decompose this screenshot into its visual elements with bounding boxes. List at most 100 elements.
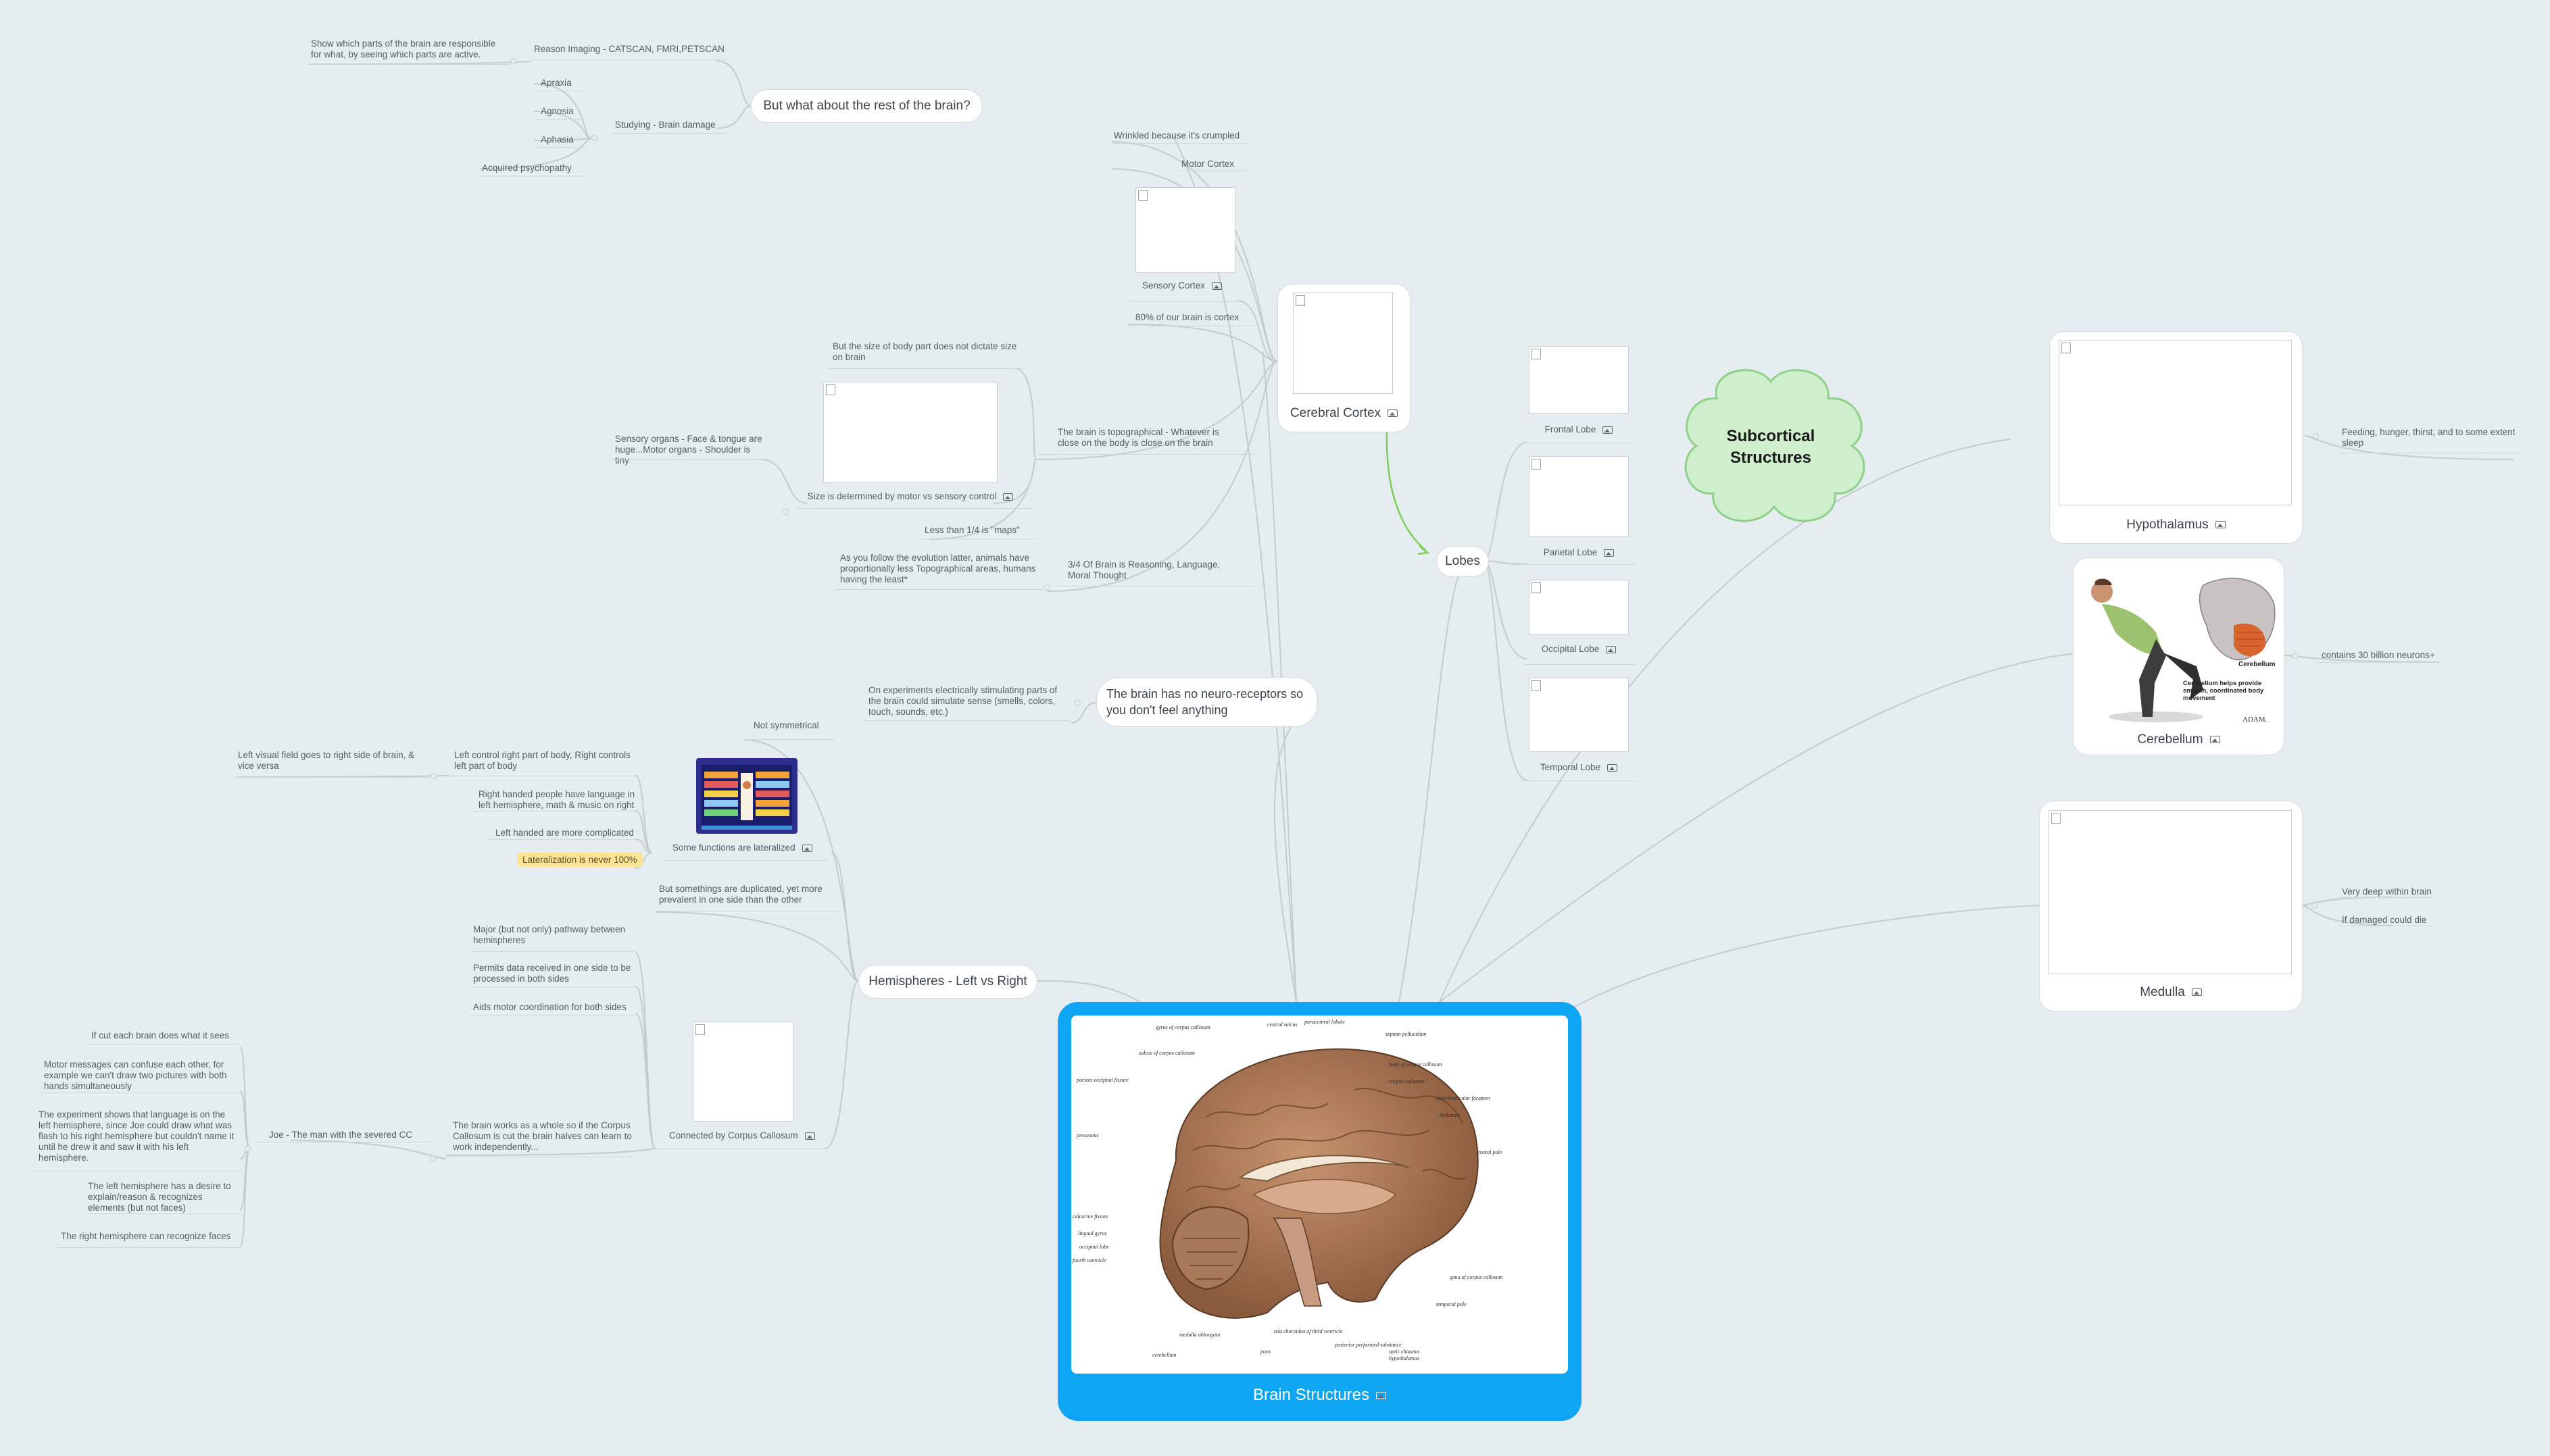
cortex-size-note: But the size of body part does not dicta…	[833, 341, 1017, 362]
lobe-underline	[1524, 664, 1636, 665]
brain-label: thalamus	[1440, 1112, 1459, 1118]
note-underline	[828, 368, 1024, 369]
duplicated: But somethings are duplicated, yet more …	[659, 884, 823, 905]
cerebellum-note: contains 30 billion neurons+	[2322, 650, 2435, 660]
image-icon[interactable]	[2209, 736, 2220, 744]
medulla-note-2: If damaged could die	[2342, 915, 2427, 925]
occipital-lobe-label: Occipital Lobe	[1541, 644, 1600, 654]
neuro-receptors-node[interactable]: The brain has no neuro-receptors so you …	[1096, 677, 1318, 727]
collapse-dot[interactable]	[431, 773, 437, 779]
note-underline	[798, 508, 1034, 509]
note-underline	[747, 739, 835, 740]
lobe-underline	[1524, 564, 1636, 565]
note-underline	[57, 1247, 240, 1248]
joe-item-2: Motor messages can confuse each other, f…	[44, 1059, 227, 1091]
note-underline	[470, 986, 635, 987]
corpus-label: Connected by Corpus Callosum	[669, 1130, 798, 1140]
collapse-dot[interactable]	[430, 1155, 436, 1161]
image-icon[interactable]	[802, 844, 812, 852]
image-icon[interactable]	[2191, 988, 2202, 997]
corpus-permits: Permits data received in one side to be …	[473, 963, 631, 984]
cerebellum-image-label: Cerebellum	[2238, 661, 2276, 668]
subcortical-title[interactable]: Subcortical Structures	[1703, 426, 1838, 469]
joe-item-4: The left hemisphere has a desire to expl…	[88, 1181, 231, 1213]
cortex-label: Cerebral Cortex	[1290, 406, 1381, 420]
image-icon[interactable]	[1212, 282, 1223, 290]
image-icon[interactable]	[1602, 426, 1613, 434]
damage-item-3: Aphasia	[541, 134, 574, 145]
collapse-dot[interactable]	[591, 135, 597, 141]
brain-label: gyrus of corpus callosum	[1156, 1024, 1210, 1030]
joe-item-1: If cut each brain does what it sees	[91, 1030, 230, 1040]
image-icon[interactable]	[2215, 521, 2226, 529]
occipital-lobe-caption[interactable]: Occipital Lobe	[1529, 644, 1629, 655]
frontal-lobe-caption[interactable]: Frontal Lobe	[1529, 424, 1629, 435]
cerebellum-label: Cerebellum	[2137, 732, 2203, 747]
cortex-motor: Motor Cortex	[1181, 159, 1235, 169]
size-determined-caption[interactable]: Size is determined by motor vs sensory c…	[806, 491, 1015, 502]
collapse-dot[interactable]	[783, 509, 789, 515]
temporal-lobe-image	[1529, 678, 1629, 752]
subcortical-cloud	[1684, 369, 1865, 522]
image-icon[interactable]	[1604, 549, 1615, 557]
collapse-dot[interactable]	[245, 1146, 251, 1152]
corpus-whole: The brain works as a whole so if the Cor…	[453, 1120, 632, 1152]
note-underline	[34, 1171, 240, 1172]
medulla-node[interactable]: Medulla	[2039, 801, 2303, 1011]
cerebellum-node[interactable]: Cerebellum Cerebellum helps provide smoo…	[2073, 557, 2284, 755]
brain-label: temporal pole	[1436, 1301, 1467, 1307]
cortex-image	[1293, 293, 1393, 394]
corpus-caption[interactable]: Connected by Corpus Callosum	[669, 1130, 825, 1141]
rest-label: But what about the rest of the brain?	[763, 99, 971, 113]
corpus-callosum-image	[693, 1022, 794, 1122]
damage-item-1: Apraxia	[541, 78, 572, 88]
joe-item-3: The experiment shows that language is on…	[39, 1109, 235, 1163]
hypothalamus-node[interactable]: Hypothalamus	[2049, 331, 2303, 544]
image-icon[interactable]	[1376, 1392, 1387, 1400]
central-node[interactable]: gyrus of corpus callosum central sulcus …	[1058, 1002, 1582, 1421]
brain-label: fourth ventricle	[1073, 1257, 1106, 1263]
left-control: Left control right part of body, Right c…	[454, 750, 631, 771]
lateralized-label: Some functions are lateralized	[672, 843, 795, 853]
brain-label: optic chiasma	[1389, 1349, 1419, 1355]
image-icon[interactable]	[1606, 645, 1617, 653]
brain-label: cerebellum	[1152, 1352, 1176, 1358]
brain-label: precuneus	[1076, 1132, 1099, 1138]
cerebellum-image-caption: Cerebellum helps provide smooth, coordin…	[2183, 680, 2264, 702]
image-icon[interactable]	[1388, 409, 1398, 418]
parietal-lobe-label: Parietal Lobe	[1543, 547, 1598, 557]
medulla-note-1: Very deep within brain	[2342, 886, 2432, 897]
parietal-lobe-caption[interactable]: Parietal Lobe	[1529, 547, 1629, 558]
temporal-lobe-caption[interactable]: Temporal Lobe	[1529, 762, 1629, 773]
collapse-dot[interactable]	[1044, 584, 1050, 590]
note-underline	[1179, 170, 1247, 171]
rest-damage: Studying - Brain damage	[615, 120, 716, 130]
sensory-cortex-caption[interactable]: Sensory Cortex	[1142, 280, 1237, 291]
collapse-dot[interactable]	[2311, 903, 2318, 909]
cerebral-cortex-node[interactable]: Cerebral Cortex	[1277, 284, 1411, 432]
collapse-dot[interactable]	[2292, 653, 2299, 659]
brain-label: pons	[1260, 1349, 1271, 1355]
cortex-less-than: Less than 1/4 is "maps"	[925, 525, 1020, 535]
parietal-lobe-image	[1529, 456, 1629, 537]
temporal-lobe-label: Temporal Lobe	[1540, 762, 1601, 772]
collapse-dot[interactable]	[1075, 700, 1081, 706]
brain-label: posterior perforated substance	[1334, 1342, 1402, 1348]
brain-label: parieto-occipital fissure	[1076, 1077, 1129, 1083]
sensory-cortex-label: Sensory Cortex	[1142, 280, 1206, 291]
image-icon[interactable]	[1003, 493, 1014, 501]
rest-of-brain-node[interactable]: But what about the rest of the brain?	[751, 89, 983, 123]
note-underline	[535, 147, 586, 148]
joe-label: Joe - The man with the severed CC	[269, 1130, 413, 1140]
cortex-wrinkled: Wrinkled because it's crumpled	[1114, 130, 1240, 141]
collapse-dot[interactable]	[2313, 433, 2319, 439]
lateralized-caption[interactable]: Some functions are lateralized	[672, 843, 828, 853]
image-icon[interactable]	[1607, 763, 1618, 772]
lobes-node[interactable]: Lobes	[1436, 546, 1489, 577]
collapse-dot[interactable]	[510, 58, 516, 64]
hemispheres-node[interactable]: Hemispheres - Left vs Right	[858, 965, 1037, 999]
brain-label: central sulcus	[1267, 1022, 1298, 1028]
image-icon[interactable]	[804, 1132, 815, 1140]
brain-label: interventricular foramen	[1436, 1095, 1490, 1101]
